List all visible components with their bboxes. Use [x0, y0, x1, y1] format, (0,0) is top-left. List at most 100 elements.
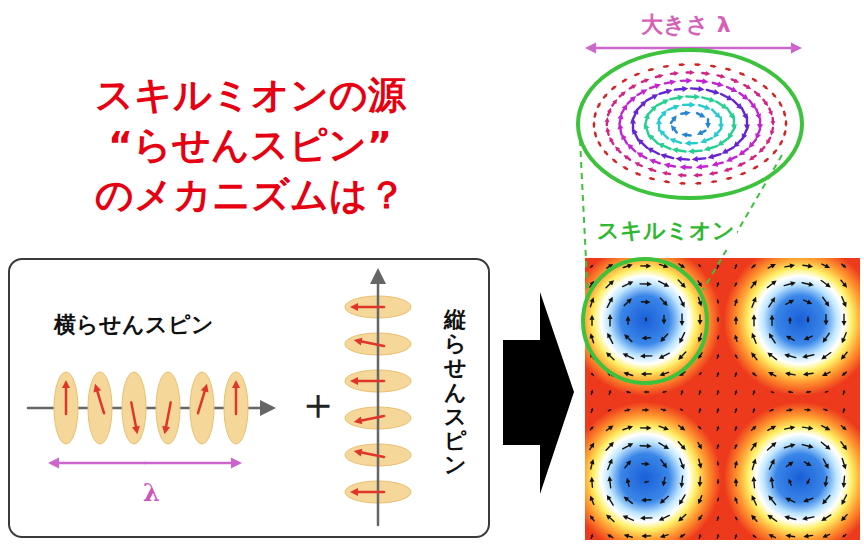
- spin-arrowhead: [680, 390, 683, 393]
- spin-arrowhead: [825, 408, 828, 411]
- spin-arrowhead: [666, 89, 673, 95]
- spin-arrowhead: [354, 338, 363, 346]
- spin-arrow: [755, 167, 757, 168]
- spin-arrow: [697, 79, 702, 82]
- spin-arrow: [652, 138, 658, 143]
- spin-arrowhead: [709, 97, 716, 103]
- spin-arrow: [825, 495, 829, 500]
- spin-arrow: [593, 124, 595, 126]
- spin-arrowhead: [765, 86, 769, 89]
- spin-arrowhead: [710, 180, 714, 183]
- spin-arrowhead: [671, 115, 677, 121]
- spin-arrowhead: [634, 162, 639, 166]
- spin-arrow: [358, 380, 384, 383]
- spin-arrow: [618, 150, 620, 152]
- spin-arrow: [664, 372, 668, 374]
- spin-arrow: [755, 92, 757, 94]
- spin-arrow: [663, 315, 664, 319]
- spin-arrow: [667, 172, 670, 175]
- spin-arrowhead: [641, 533, 646, 538]
- spin-arrow: [683, 104, 689, 106]
- spin-arrow: [726, 68, 728, 71]
- spin-arrow: [592, 374, 593, 375]
- spin-arrowhead: [674, 71, 679, 76]
- spin-arrow: [808, 498, 813, 500]
- spin-arrowhead: [590, 408, 593, 411]
- spin-arrow: [712, 110, 717, 115]
- spin-arrow: [754, 337, 756, 343]
- spin-arrow: [681, 314, 682, 321]
- spin-arrowhead: [790, 264, 795, 269]
- spin-arrowhead: [716, 282, 719, 285]
- spin-arrowhead: [770, 314, 775, 319]
- spin-arrowhead: [698, 320, 703, 325]
- spin-arrow: [753, 481, 755, 488]
- spin-arrowhead: [680, 264, 685, 268]
- lambda-arrow: [48, 458, 242, 469]
- spin-arrow: [678, 442, 682, 447]
- spin-arrowhead: [784, 353, 789, 358]
- spin-arrow: [640, 445, 647, 447]
- spin-arrowhead: [734, 335, 738, 340]
- spin-arrowhead: [670, 79, 676, 85]
- spin-arrow: [699, 410, 701, 412]
- spin-arrow: [717, 318, 718, 320]
- spin-arrow: [674, 130, 676, 133]
- spin-arrowhead: [749, 156, 754, 161]
- spin-arrowhead: [681, 409, 683, 411]
- spin-arrowhead: [790, 443, 796, 448]
- spin-arrowhead: [637, 139, 643, 145]
- spin-arrow: [735, 374, 737, 376]
- spin-arrowhead: [590, 534, 593, 537]
- spin-arrow: [785, 265, 790, 267]
- spin-arrowhead: [162, 426, 170, 435]
- spin-arrow: [591, 410, 593, 412]
- spin-arrowhead: [662, 301, 667, 306]
- spin-arrow: [642, 463, 645, 465]
- spin-arrow: [727, 108, 731, 115]
- spin-arrow: [664, 65, 666, 68]
- spin-arrowhead: [678, 516, 683, 521]
- spin-arrowhead: [788, 461, 794, 466]
- spin-arrow: [824, 408, 826, 410]
- spin-arrowhead: [640, 354, 645, 359]
- spin-arrow: [743, 149, 747, 152]
- spin-arrowhead: [647, 282, 652, 287]
- spin-arrow: [646, 481, 648, 483]
- spin-arrow: [736, 356, 738, 358]
- spin-arrow: [786, 302, 790, 304]
- spin-arrowhead: [716, 408, 719, 411]
- spin-arrow: [714, 180, 716, 183]
- spin-arrowhead: [734, 78, 739, 83]
- spin-arrow: [822, 264, 826, 266]
- spin-arrowhead: [841, 483, 846, 488]
- spin-arrowhead: [699, 112, 705, 117]
- spin-arrow: [717, 300, 719, 302]
- spin-arrowhead: [734, 497, 738, 501]
- spin-arrowhead: [717, 463, 720, 466]
- spin-arrow: [763, 100, 765, 103]
- spin-arrow: [717, 536, 719, 538]
- spin-arrow: [697, 113, 700, 115]
- spin-arrow: [624, 302, 628, 306]
- spin-arrowhead: [624, 334, 629, 339]
- spin-arrowhead: [785, 372, 790, 377]
- spin-arrowhead: [752, 297, 757, 303]
- spin-arrowhead: [679, 338, 683, 344]
- spin-arrowhead: [696, 164, 702, 170]
- spin-arrowhead: [590, 297, 595, 303]
- spin-arrowhead: [803, 372, 808, 377]
- spin-arrow: [808, 373, 813, 375]
- spin-arrow: [607, 132, 610, 135]
- spin-arrow: [790, 373, 795, 375]
- spin-arrow: [680, 458, 682, 465]
- spin-arrowhead: [626, 478, 631, 483]
- spin-arrowhead: [763, 159, 767, 162]
- spin-arrowhead: [647, 167, 652, 172]
- spin-arrowhead: [662, 391, 665, 393]
- spin-arrow: [775, 151, 776, 153]
- spin-arrowhead: [681, 283, 686, 288]
- spin-arrow: [821, 281, 827, 285]
- spin-arrowhead: [728, 68, 732, 71]
- spin-arrowhead: [712, 161, 719, 167]
